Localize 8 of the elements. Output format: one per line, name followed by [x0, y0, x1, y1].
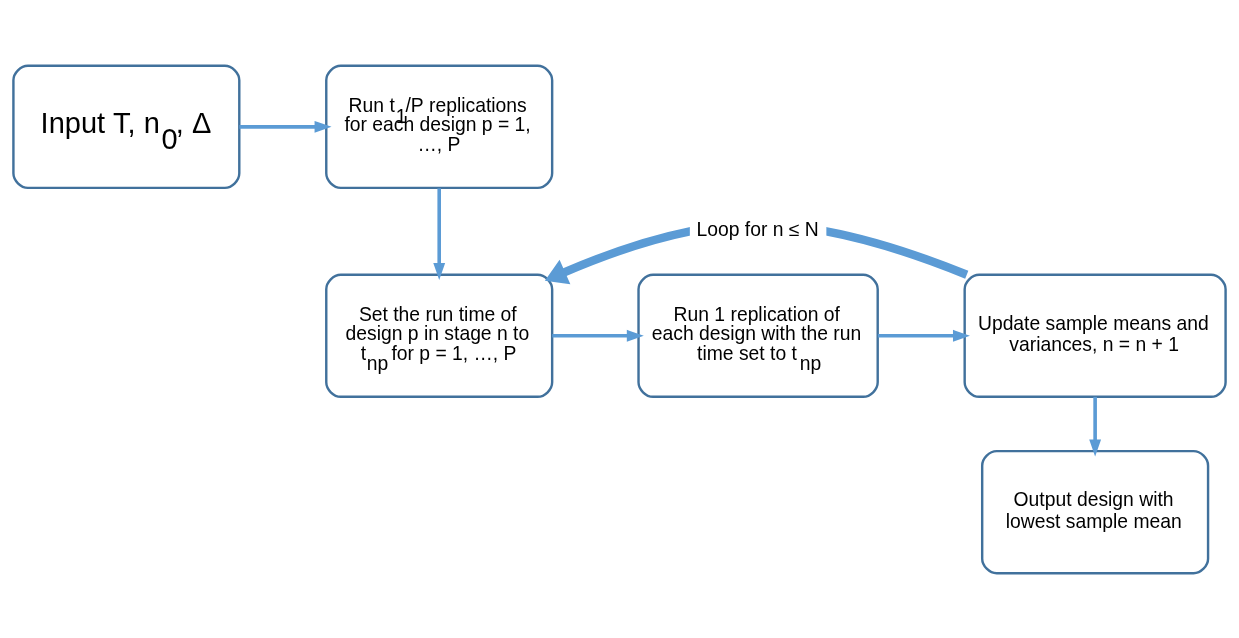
arrow — [877, 329, 970, 342]
arrow — [552, 329, 644, 342]
edge-label: Loop for n ≤ N — [696, 218, 819, 240]
node-box: Update sample means and variances, n = n + 1 — [963, 273, 1227, 398]
arrow — [433, 187, 446, 280]
arrow — [1089, 396, 1102, 456]
node-box: Output design with lowest sample mean — [981, 449, 1210, 574]
arrow — [239, 120, 332, 133]
